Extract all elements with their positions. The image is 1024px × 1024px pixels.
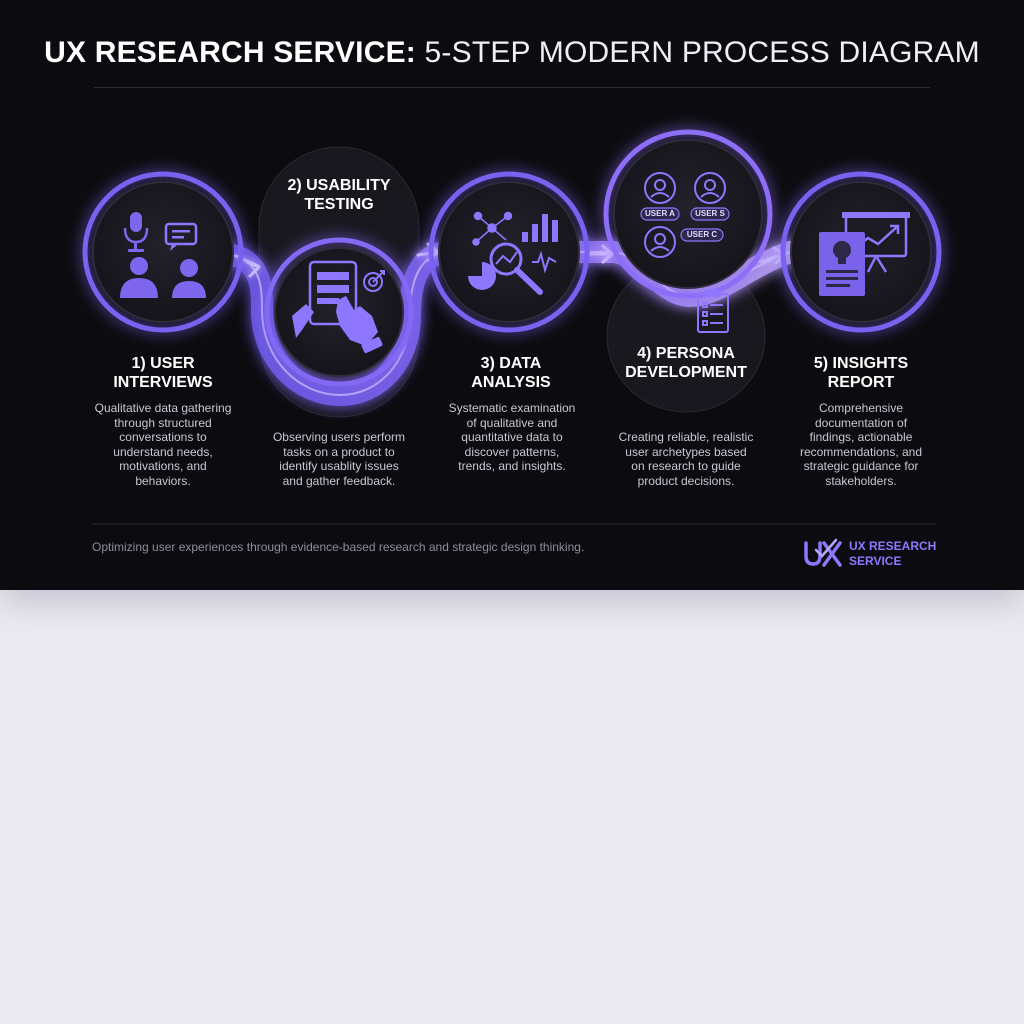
pie-chart-icon [468, 262, 496, 290]
users-icon [120, 257, 206, 298]
persona-label-c: USER C [686, 230, 718, 239]
step-5-circle [780, 171, 942, 333]
target-icon [363, 270, 385, 292]
process-diagram-card: UX RESEARCH SERVICE: 5-STEP MODERN PROCE… [0, 0, 1024, 590]
title-rest: 5-STEP MODERN PROCESS DIAGRAM [424, 36, 980, 69]
magnifier-icon [489, 242, 543, 295]
title-bold: UX RESEARCH SERVICE: [44, 36, 416, 69]
network-icon [472, 211, 513, 246]
footer-tagline: Optimizing user experiences through evid… [92, 540, 585, 554]
persona-label-s: USER S [695, 209, 725, 218]
step-3-circle [428, 171, 590, 333]
step-4-circle [603, 129, 773, 299]
clipboard-checklist-icon [697, 289, 729, 333]
ux-logo-icon [804, 538, 842, 567]
title-divider [94, 87, 930, 88]
pulse-icon [532, 250, 557, 274]
arrow-3-icon [586, 244, 614, 264]
page-background [0, 590, 1024, 1024]
persona-label-s-pill [690, 207, 730, 221]
process-flow-graphic [82, 129, 942, 567]
persona-label-a: USER A [645, 209, 675, 218]
microphone-icon [123, 212, 149, 252]
step-1-circle [82, 171, 244, 333]
page-title: UX RESEARCH SERVICE: 5-STEP MODERN PROCE… [0, 36, 1024, 70]
chat-bubble-icon [164, 222, 198, 251]
pointing-hand-icon [292, 296, 383, 354]
persona-label-a-pill [640, 207, 680, 221]
lightbulb-icon [833, 241, 851, 264]
persona-avatar-icon [644, 172, 726, 258]
persona-label-c-pill [680, 228, 724, 242]
step-2-circle [264, 237, 414, 387]
tablet-icon [308, 260, 358, 326]
bar-chart-icon [522, 214, 558, 242]
